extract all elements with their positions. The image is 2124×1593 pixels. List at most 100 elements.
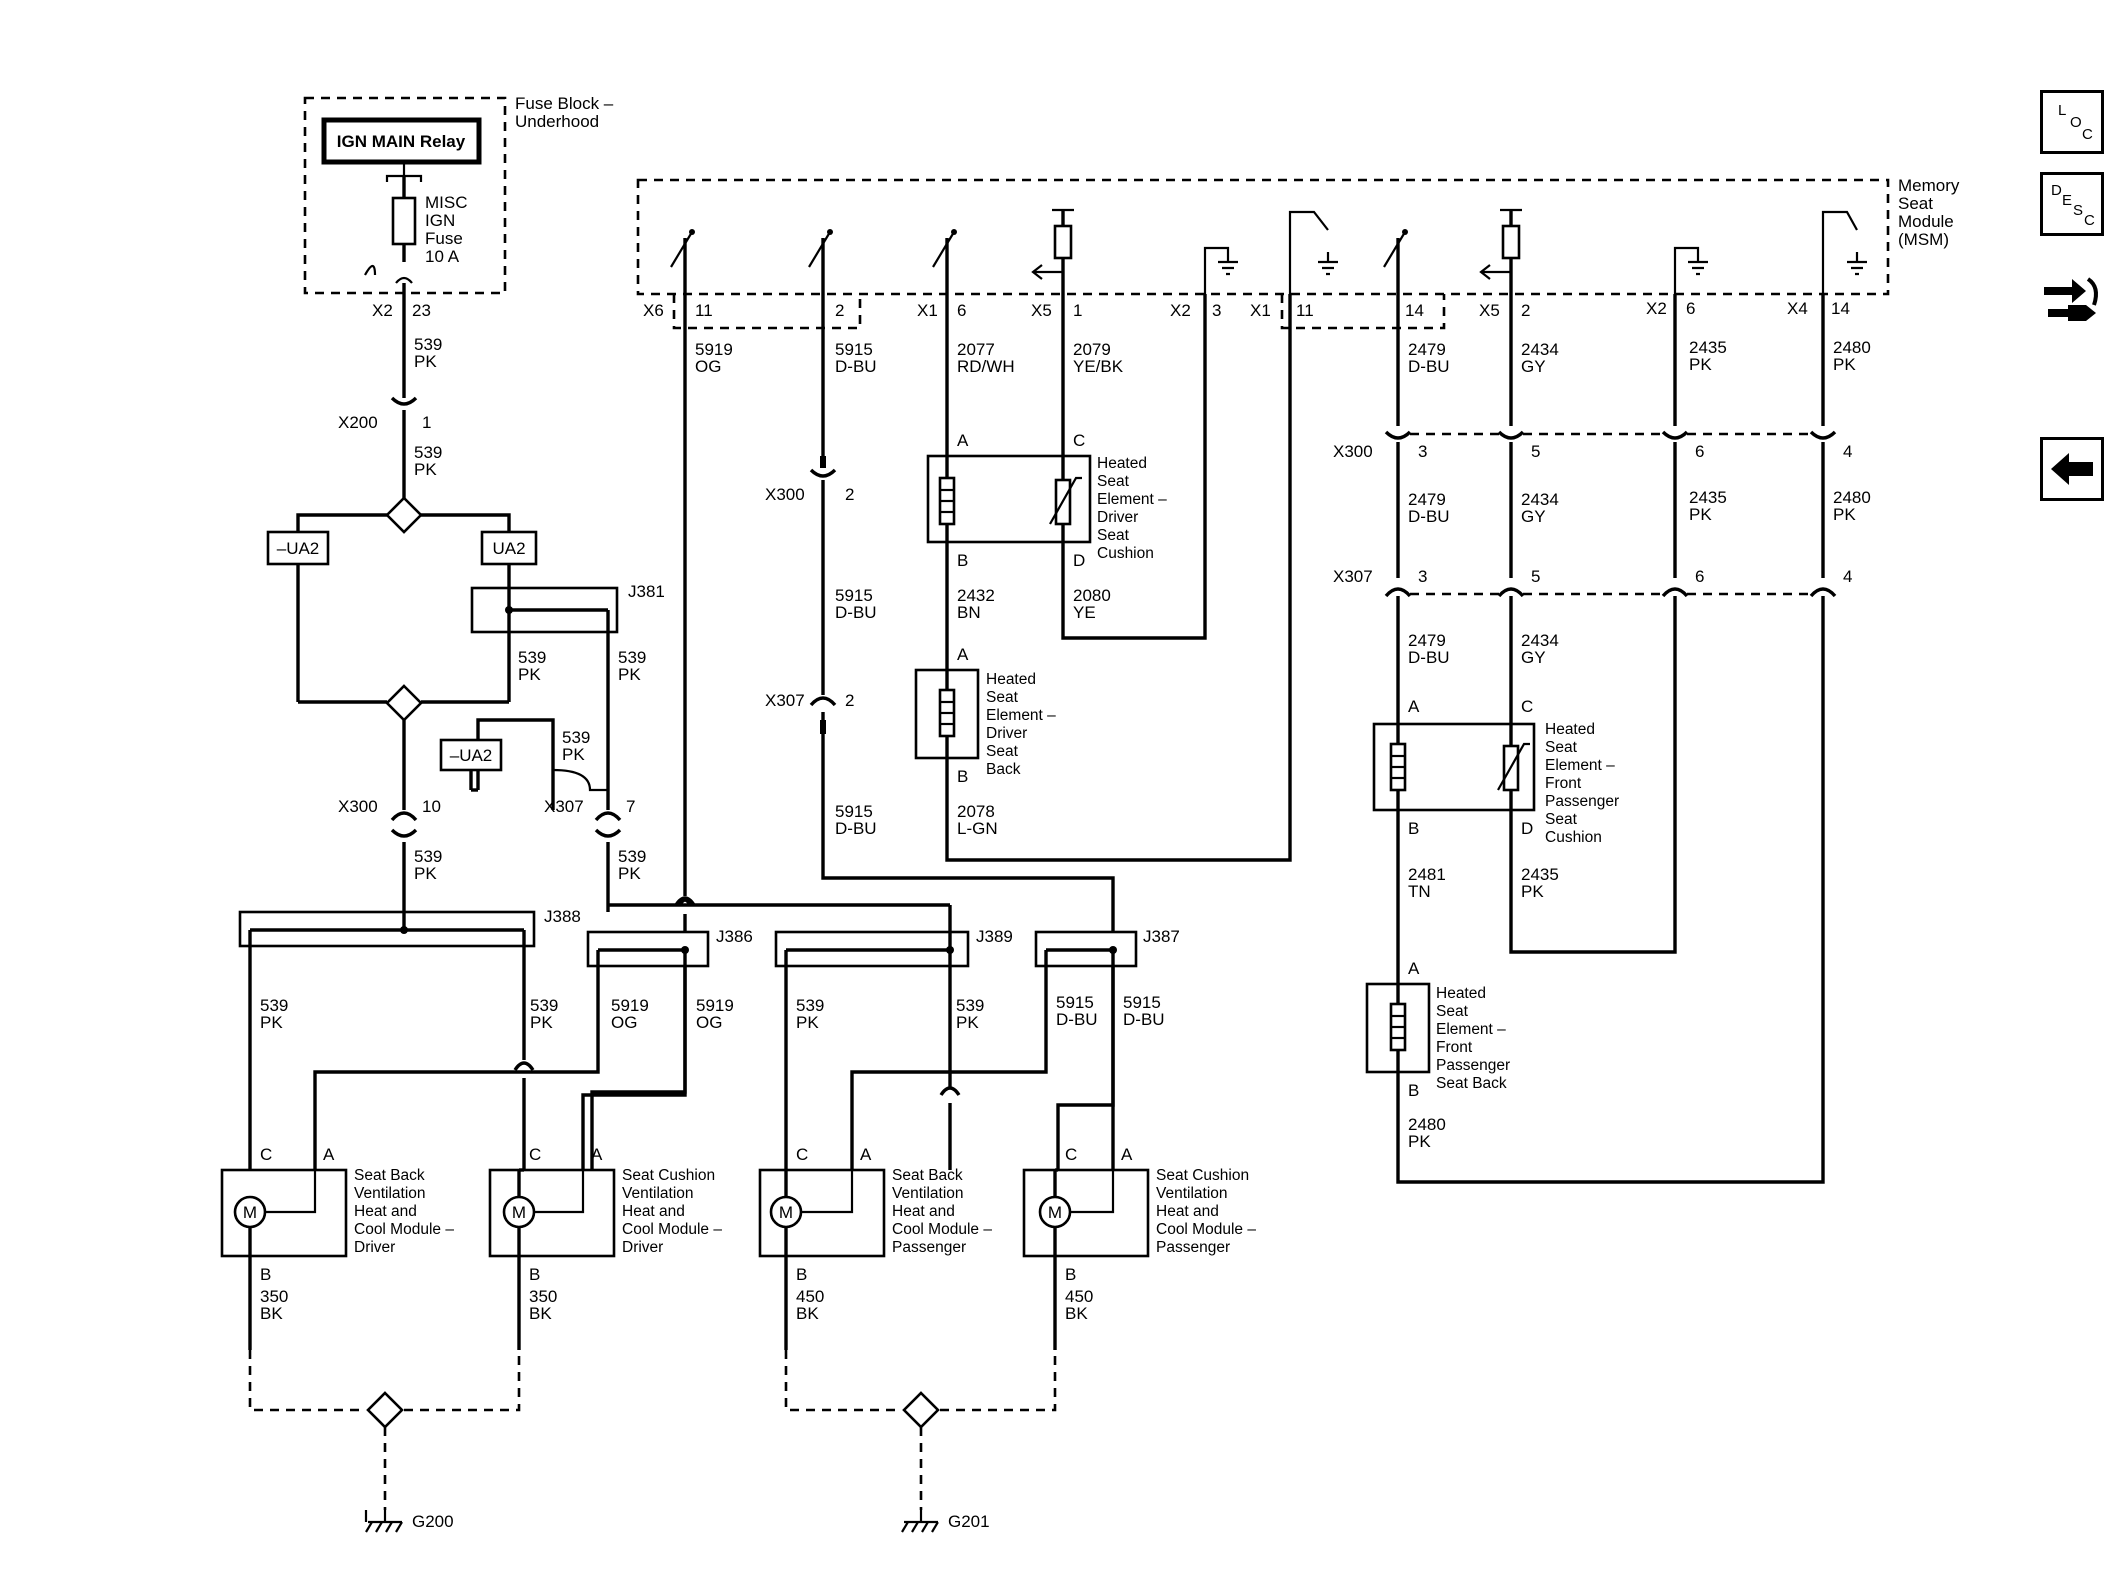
back-arrow-icon[interactable] — [2040, 437, 2104, 501]
pc-pin-b: B — [1408, 819, 1419, 838]
msm-conn-0: X6 — [643, 301, 664, 320]
loc-button[interactable]: L O C — [2040, 90, 2104, 154]
wire-539-m4: 539 — [956, 996, 984, 1015]
wire-dbu-c: D-BU — [835, 819, 877, 838]
x307-pin-2: 2 — [845, 691, 854, 710]
m3-title-5: Passenger — [892, 1239, 966, 1256]
desc-button[interactable]: D E S C — [2040, 172, 2104, 236]
msm-title-3: Module — [1898, 212, 1954, 231]
dc-pin-c: C — [1073, 431, 1085, 450]
m1-pin-c: C — [260, 1145, 272, 1164]
j387-label: J387 — [1143, 927, 1180, 946]
x307-label-5915: X307 — [765, 691, 805, 710]
wire-dbu-e: D-BU — [1123, 1010, 1165, 1029]
dc-title-5: Seat — [1097, 527, 1130, 544]
wire-pk-g: PK — [618, 864, 641, 883]
pc-title-5: Passenger — [1545, 793, 1619, 810]
motor-symbol-4: M — [1048, 1203, 1062, 1222]
msm-title-1: Memory — [1898, 176, 1960, 195]
fuse-block-title-1: Fuse Block – — [515, 94, 614, 113]
splice-diamond-lower — [385, 684, 423, 722]
x300-pin-4: 4 — [1843, 442, 1852, 461]
msm-pin-8: 6 — [1686, 299, 1695, 318]
j389-label: J389 — [976, 927, 1013, 946]
msm-pin-2: 6 — [957, 301, 966, 320]
wire-dbu-2479b: D-BU — [1408, 507, 1450, 526]
splice-diamond-upper — [385, 496, 423, 534]
heated-seat-element-driver-back: A B Heated Seat Element – Driver Seat Ba… — [914, 645, 1056, 786]
m2-pin-c: C — [529, 1145, 541, 1164]
fuse-label-4: 10 A — [425, 247, 460, 266]
m4-pin-c: C — [1065, 1145, 1077, 1164]
connector-end-view-icon[interactable] — [2038, 265, 2108, 335]
wire-dbu-b: D-BU — [835, 603, 877, 622]
x200-pin: 1 — [422, 413, 431, 432]
seat-back-ventilation-module-driver: M C A B Seat Back Ventilation Heat and C… — [220, 1145, 454, 1284]
wire-pk-a: PK — [414, 352, 437, 371]
wire-2435-c: 2435 — [1521, 865, 1559, 884]
wire-350-b: 350 — [529, 1287, 557, 1306]
desc-d: D — [2051, 182, 2062, 199]
wire-dbu-a: D-BU — [835, 357, 877, 376]
db-pin-a: A — [957, 645, 969, 664]
m1-pin-a: A — [323, 1145, 335, 1164]
wire-5915-e: 5915 — [1123, 993, 1161, 1012]
wire-gy-a: GY — [1521, 357, 1546, 376]
wire-pk-2480a: PK — [1833, 355, 1856, 374]
x300-label-right: X300 — [1333, 442, 1373, 461]
msm-pin-1: 2 — [835, 301, 844, 320]
wire-2435-a: 2435 — [1689, 338, 1727, 357]
m4-title-2: Ventilation — [1156, 1185, 1228, 1202]
m4-title-5: Passenger — [1156, 1239, 1230, 1256]
x300-pin10-connector-icon — [390, 828, 418, 838]
x307-label-left: X307 — [544, 797, 584, 816]
m1-title-1: Seat Back — [354, 1167, 425, 1184]
m3-pin-c: C — [796, 1145, 808, 1164]
wire-2434-a: 2434 — [1521, 340, 1559, 359]
wire-539-c: 539 — [518, 648, 546, 667]
m1-pin-b: B — [260, 1265, 271, 1284]
wire-bk-b: BK — [529, 1304, 552, 1323]
pc-pin-a: A — [1408, 697, 1420, 716]
wire-539-m2: 539 — [530, 996, 558, 1015]
fuse-label-2: IGN — [425, 211, 455, 230]
m4-pin-a: A — [1121, 1145, 1133, 1164]
db-title-3: Element – — [986, 707, 1056, 724]
pc-title-4: Front — [1545, 775, 1582, 792]
wire-pk-2435b: PK — [1689, 505, 1712, 524]
m3-title-1: Seat Back — [892, 1167, 963, 1184]
wire-rdwh: RD/WH — [957, 357, 1015, 376]
dc-title-3: Element – — [1097, 491, 1167, 508]
pc-title-1: Heated — [1545, 721, 1595, 738]
pb-title-1: Heated — [1436, 985, 1486, 1002]
pb-title-3: Element – — [1436, 1021, 1506, 1038]
wire-pk-m2: PK — [530, 1013, 553, 1032]
msm-conn-7: X5 — [1479, 301, 1500, 320]
wire-pk-b: PK — [414, 460, 437, 479]
x300-pin-2: 2 — [845, 485, 854, 504]
x300-label-5915: X300 — [765, 485, 805, 504]
m4-title-1: Seat Cushion — [1156, 1167, 1249, 1184]
heated-seat-element-driver-cushion: A C B D Heated Seat Element – Driver Sea… — [926, 431, 1167, 570]
x307-pin7: 7 — [626, 797, 635, 816]
wire-5919-a: 5919 — [695, 340, 733, 359]
x300-pin-6: 6 — [1695, 442, 1704, 461]
pc-pin-c: C — [1521, 697, 1533, 716]
dc-title-2: Seat — [1097, 473, 1130, 490]
m2-title-5: Driver — [622, 1239, 663, 1256]
x300-pin10: 10 — [422, 797, 441, 816]
pc-title-3: Element – — [1545, 757, 1615, 774]
m2-title-2: Ventilation — [622, 1185, 694, 1202]
wire-og-a: OG — [695, 357, 721, 376]
dc-pin-d: D — [1073, 551, 1085, 570]
wire-2479-a: 2479 — [1408, 340, 1446, 359]
msm-pin-4: 3 — [1212, 301, 1221, 320]
dc-pin-b: B — [957, 551, 968, 570]
db-title-4: Driver — [986, 725, 1027, 742]
desc-e: E — [2062, 192, 2072, 209]
wire-pk-d: PK — [618, 665, 641, 684]
wire-2479-b: 2479 — [1408, 490, 1446, 509]
pb-title-6: Seat Back — [1436, 1075, 1507, 1092]
m2-title-1: Seat Cushion — [622, 1167, 715, 1184]
